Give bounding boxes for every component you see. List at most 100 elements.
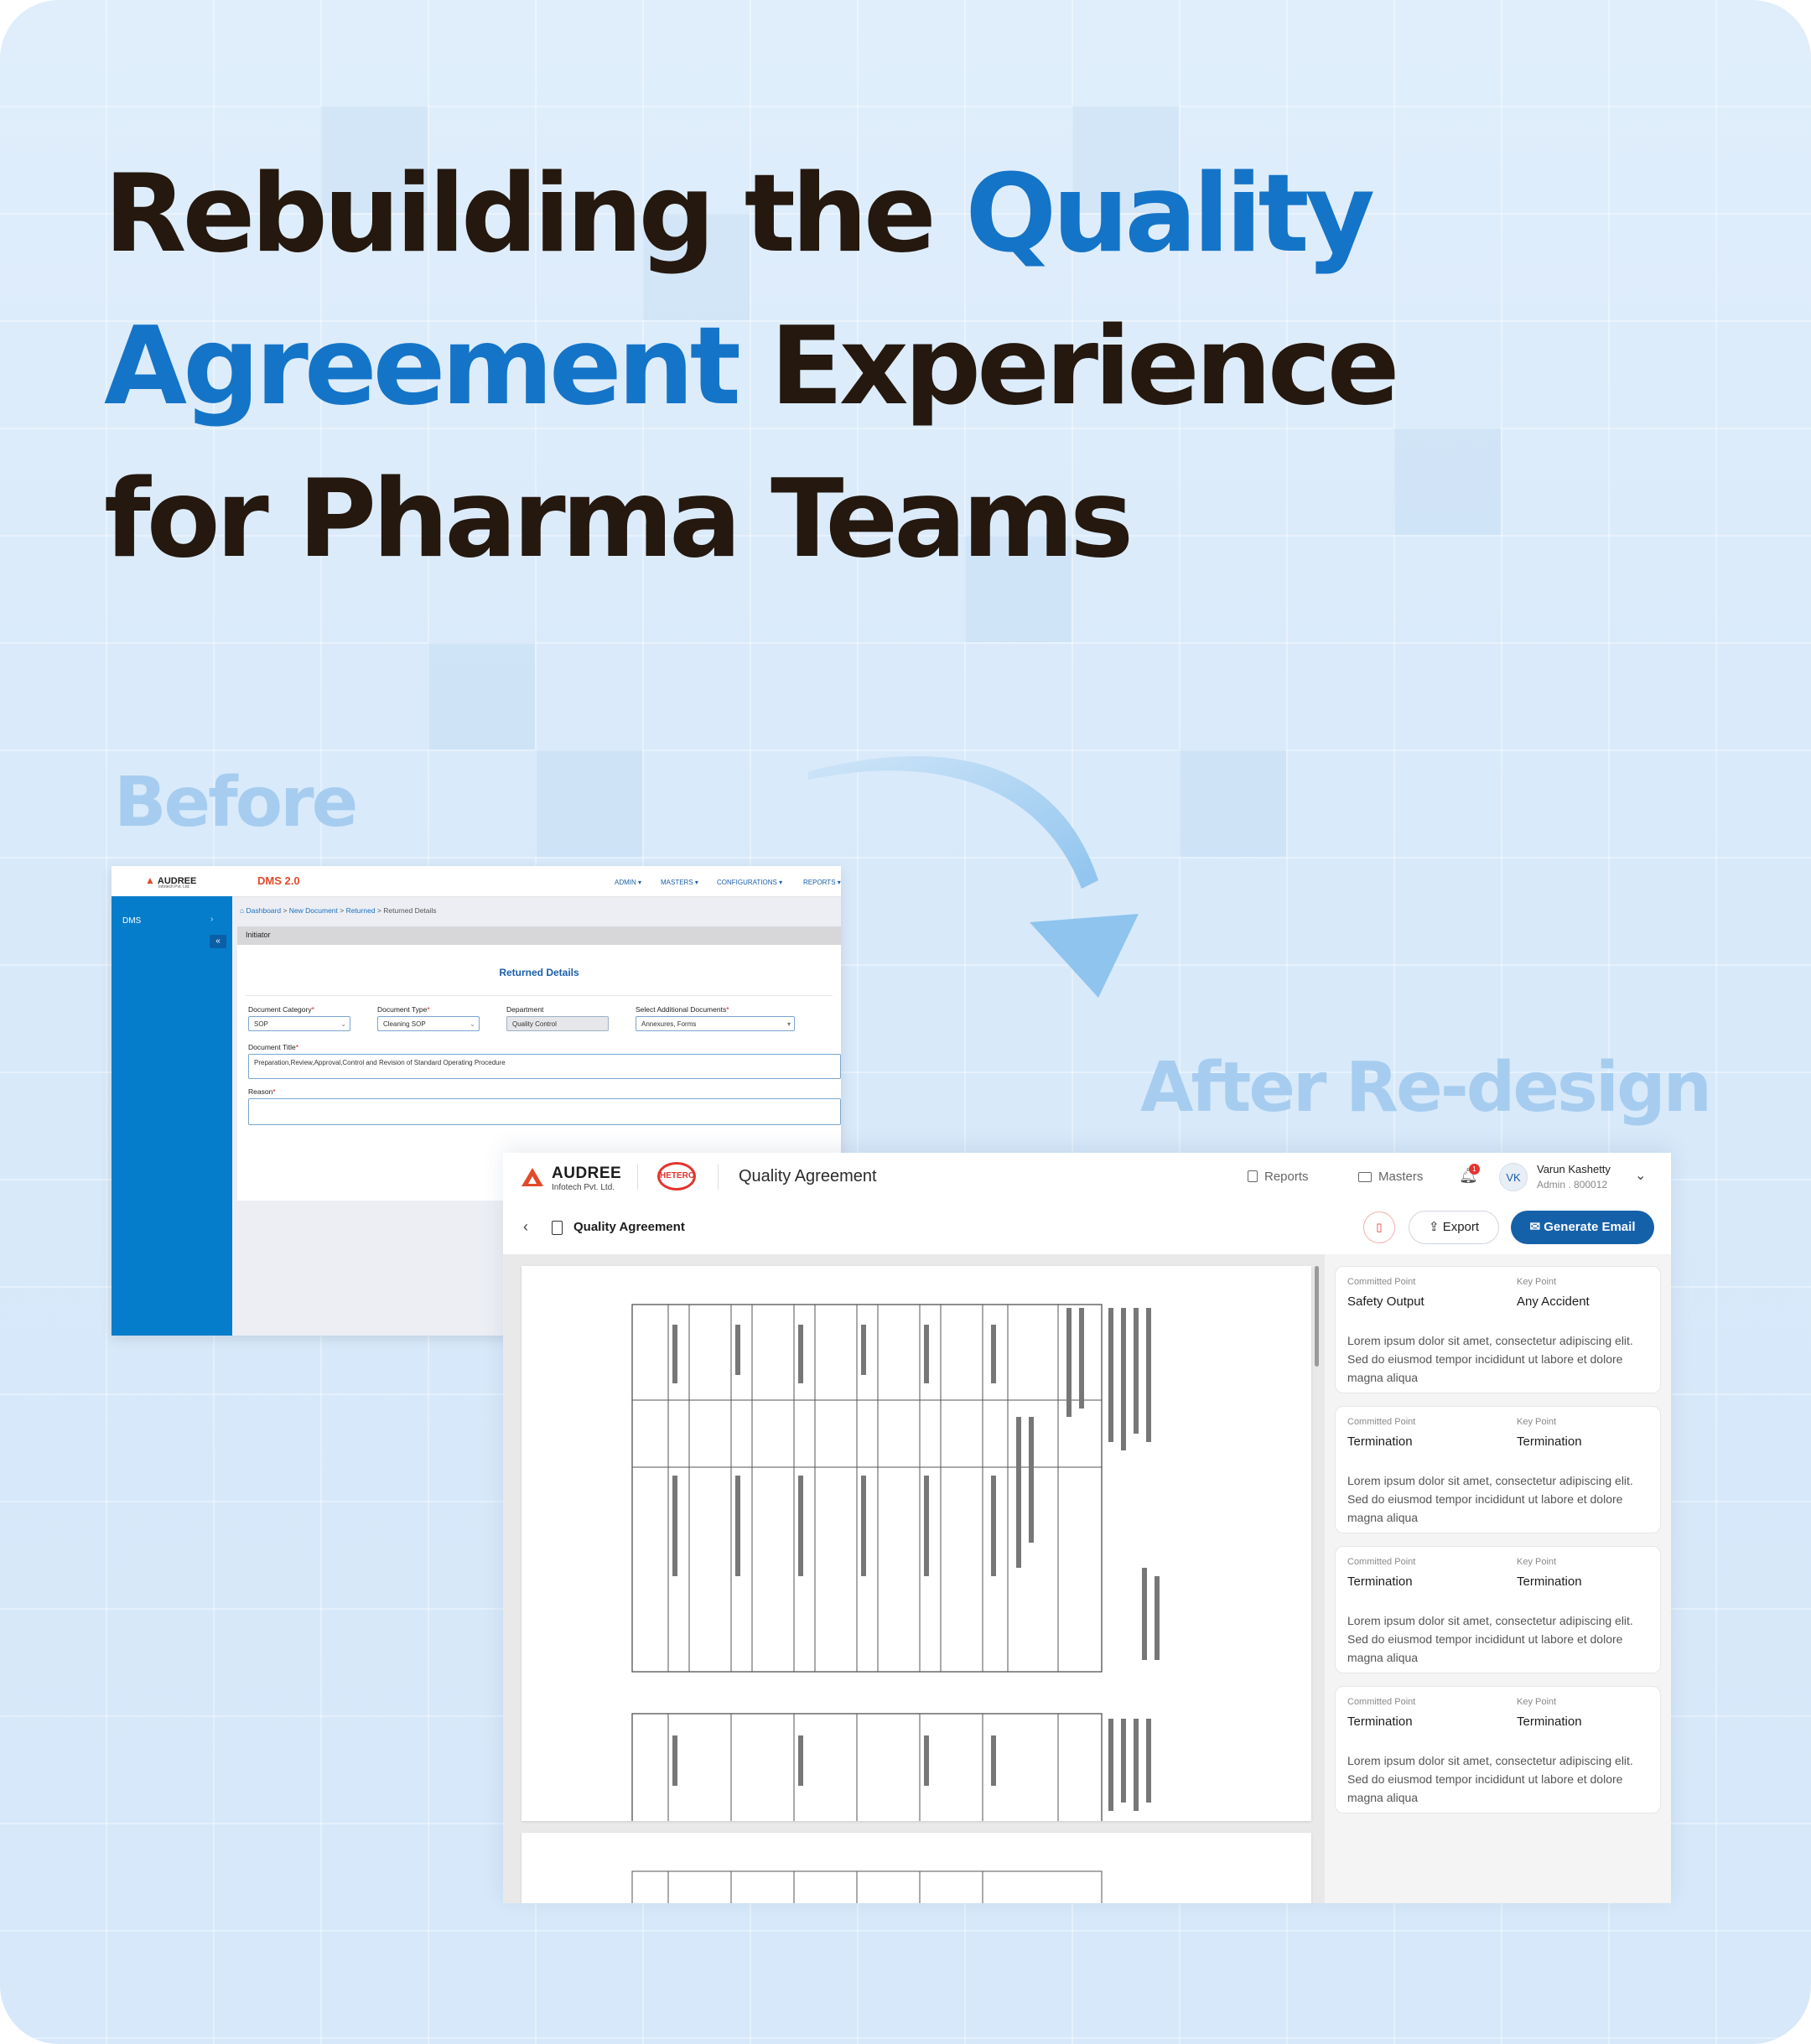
pdf-button[interactable]: ▯ [1363, 1211, 1395, 1243]
before-nav-masters[interactable]: MASTERS ▾ [661, 879, 698, 886]
mail-icon: ✉ [1529, 1220, 1544, 1234]
document-icon [552, 1221, 563, 1235]
before-nav-configurations[interactable]: CONFIGURATIONS ▾ [717, 879, 783, 886]
title-label: Document Title* [248, 1043, 299, 1051]
avatar[interactable]: VK [1499, 1163, 1528, 1191]
breadcrumb-dashboard[interactable]: Dashboard [246, 906, 282, 915]
card-description: Lorem ipsum dolor sit amet, consectetur … [1347, 1334, 1633, 1384]
generate-email-button[interactable]: ✉ Generate Email [1511, 1211, 1654, 1244]
key-point-value: Any Accident [1517, 1294, 1590, 1309]
committed-point-label: Committed Point [1347, 1557, 1416, 1567]
key-point-card[interactable]: Committed Point Key Point Termination Te… [1335, 1686, 1661, 1813]
scanned-page [522, 1833, 1311, 1903]
page-title: Quality Agreement [573, 1220, 685, 1234]
bg-tile [1072, 106, 1179, 213]
sidebar-item-dms[interactable]: DMS [122, 916, 142, 926]
caret-down-icon: ▾ [786, 1020, 791, 1028]
monitor-icon [1358, 1172, 1372, 1182]
committed-point-value: Termination [1347, 1575, 1413, 1589]
key-point-card[interactable]: Committed Point Key Point Safety Output … [1335, 1266, 1661, 1393]
bg-tile [964, 535, 1072, 642]
export-icon: ⇪ [1428, 1220, 1443, 1234]
chevron-down-icon[interactable]: ⌄ [1635, 1169, 1647, 1183]
chevron-right-icon: › [210, 915, 214, 924]
headline-line3: for Pharma Teams [104, 457, 1134, 582]
key-point-label: Key Point [1517, 1557, 1557, 1567]
key-point-card[interactable]: Committed Point Key Point Termination Te… [1335, 1406, 1661, 1533]
curved-arrow-icon [808, 756, 1139, 998]
headline-part1: Rebuilding the [104, 152, 966, 277]
collapse-sidebar-button[interactable]: « [210, 935, 226, 948]
department-field: Quality Control [506, 1016, 609, 1031]
type-select[interactable]: Cleaning SOP⌄ [377, 1016, 480, 1031]
bg-tile [1179, 750, 1286, 857]
breadcrumb-new-document[interactable]: New Document [288, 906, 338, 915]
headline-highlight2: Agreement [104, 304, 741, 429]
bg-tile [642, 213, 750, 320]
back-arrow-icon[interactable]: ‹ [523, 1218, 528, 1235]
panel-title: Returned Details [499, 967, 579, 978]
nav-reports[interactable]: Reports [1248, 1170, 1309, 1184]
bg-tile [1393, 428, 1501, 535]
report-icon [1248, 1170, 1258, 1182]
audree-logo-icon: ▲ [145, 874, 155, 886]
department-label: Department [506, 1005, 544, 1014]
section-bar-label: Initiator [246, 931, 271, 939]
key-point-label: Key Point [1517, 1277, 1557, 1287]
headline-highlight1: Quality [965, 152, 1375, 277]
breadcrumb: ⌂ Dashboard > New Document > Returned > … [240, 906, 437, 915]
chevron-down-icon: ⌄ [470, 1020, 475, 1028]
committed-point-label: Committed Point [1347, 1697, 1416, 1707]
after-topbar: AUDREE Infotech Pvt. Ltd. HETERO Quality… [503, 1153, 1671, 1202]
divider [637, 1165, 638, 1190]
type-label: Document Type* [377, 1005, 430, 1014]
card-description: Lorem ipsum dolor sit amet, consectetur … [1347, 1754, 1633, 1804]
after-label: After Re-design [1140, 1048, 1712, 1128]
key-point-value: Termination [1517, 1434, 1582, 1449]
divider [718, 1165, 719, 1190]
bg-tile [535, 750, 642, 857]
section-bar: Initiator [237, 926, 841, 945]
breadcrumb-returned-details: Returned Details [383, 906, 437, 915]
additional-docs-select[interactable]: Annexures, Forms▾ [636, 1016, 795, 1031]
before-nav-admin[interactable]: ADMIN ▾ [615, 879, 642, 886]
category-select[interactable]: SOP⌄ [248, 1016, 350, 1031]
headline: Rebuilding the Quality Agreement Experie… [104, 138, 1613, 596]
before-sidebar: DMS › « [112, 896, 232, 1336]
scanned-page [522, 1266, 1311, 1821]
committed-point-value: Termination [1347, 1434, 1413, 1449]
category-label: Document Category* [248, 1005, 314, 1014]
card-description: Lorem ipsum dolor sit amet, consectetur … [1347, 1474, 1633, 1524]
divider [246, 995, 833, 996]
card-description: Lorem ipsum dolor sit amet, consectetur … [1347, 1614, 1633, 1664]
scanned-document-image [631, 1304, 1160, 1821]
logo-name: AUDREE [552, 1165, 622, 1182]
bg-tile [320, 106, 428, 213]
nav-masters[interactable]: Masters [1358, 1170, 1423, 1184]
reason-input[interactable] [248, 1098, 841, 1125]
document-viewer[interactable] [503, 1254, 1325, 1903]
logo-sub: Infotech Pvt. Ltd. [552, 1183, 615, 1192]
key-point-label: Key Point [1517, 1417, 1557, 1427]
key-point-value: Termination [1517, 1575, 1582, 1589]
export-button[interactable]: ⇪ Export [1409, 1211, 1499, 1244]
document-title-input[interactable]: Preparation,Review,Approval,Control and … [248, 1054, 841, 1079]
key-points-panel: Committed Point Key Point Safety Output … [1325, 1254, 1671, 1903]
scrollbar[interactable] [1315, 1266, 1319, 1367]
committed-point-value: Safety Output [1347, 1294, 1424, 1309]
breadcrumb-returned[interactable]: Returned [345, 906, 376, 915]
pdf-icon: ▯ [1376, 1221, 1383, 1233]
hetero-logo: HETERO [657, 1162, 696, 1191]
key-point-card[interactable]: Committed Point Key Point Termination Te… [1335, 1546, 1661, 1673]
after-screenshot: AUDREE Infotech Pvt. Ltd. HETERO Quality… [503, 1153, 1671, 1903]
user-name: Varun Kashetty [1537, 1163, 1611, 1175]
reason-label: Reason* [248, 1087, 276, 1096]
before-nav-reports[interactable]: REPORTS ▾ [803, 879, 841, 886]
before-logo-sub: Infotech Pvt. Ltd. [158, 885, 190, 890]
key-point-value: Termination [1517, 1715, 1582, 1729]
headline-part2: Experience [736, 304, 1400, 429]
chevron-down-icon: ⌄ [340, 1020, 346, 1028]
